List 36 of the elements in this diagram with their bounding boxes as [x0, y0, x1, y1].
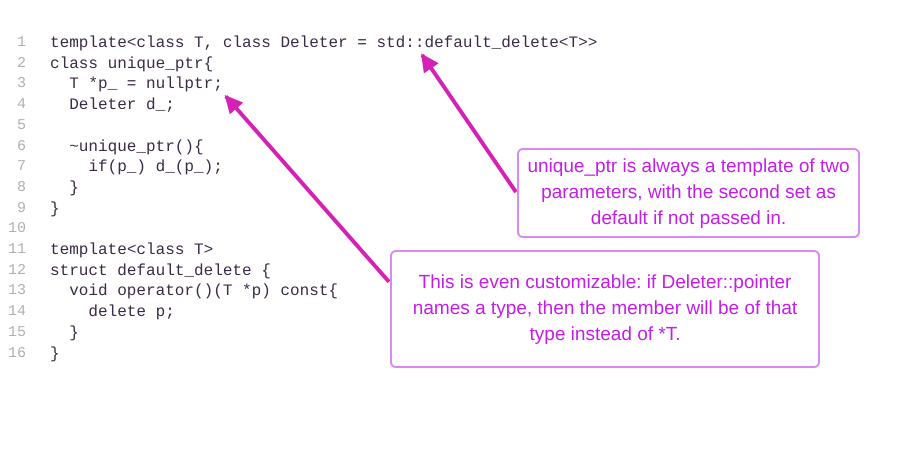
- arrow: [420, 54, 518, 194]
- line-number: 10: [6, 219, 26, 240]
- code-line: delete p;: [88, 302, 175, 322]
- code-line: }: [69, 178, 79, 198]
- code-line: class unique_ptr{: [50, 54, 214, 74]
- arrow: [224, 95, 390, 284]
- code-line: template<class T, class Deleter = std::default_delete<T>>: [50, 33, 598, 53]
- line-number: 8: [16, 178, 26, 198]
- line-number: 4: [16, 95, 26, 116]
- line-number: 7: [16, 157, 26, 178]
- code-line: template<class T>: [50, 240, 214, 260]
- code-line: if(p_) d_(p_);: [88, 157, 223, 178]
- callout-box: [390, 250, 820, 368]
- line-number: 9: [16, 198, 26, 219]
- code-line: struct default_delete {: [50, 260, 271, 281]
- line-number: 15: [6, 322, 26, 343]
- code-line: void operator()(T *p) const{: [69, 281, 338, 302]
- code-line: Deleter d_;: [69, 95, 175, 116]
- code-line: T *p_ = nullptr;: [69, 74, 223, 94]
- code-line: }: [69, 322, 79, 343]
- code-line: ~unique_ptr(){: [69, 136, 204, 156]
- callout-text: unique_ptr is always a template of two parameters, with the second set as default if not passed in.: [527, 155, 850, 231]
- callout-box: [517, 148, 860, 238]
- line-number: 12: [6, 260, 26, 281]
- line-number: 3: [16, 74, 26, 94]
- line-number: 13: [6, 281, 26, 302]
- line-number: 2: [16, 54, 26, 74]
- line-number: 6: [16, 136, 26, 156]
- line-number: 5: [16, 116, 26, 136]
- line-number: 1: [16, 33, 26, 53]
- line-number: 11: [6, 240, 26, 260]
- code-line: }: [50, 198, 60, 219]
- code-line: }: [50, 344, 60, 364]
- callout-text: This is even customizable: if Deleter::pointer names a type, then the member will be of that type instead of *T.: [412, 271, 798, 347]
- line-number: 14: [6, 302, 26, 322]
- line-number: 16: [6, 344, 26, 364]
